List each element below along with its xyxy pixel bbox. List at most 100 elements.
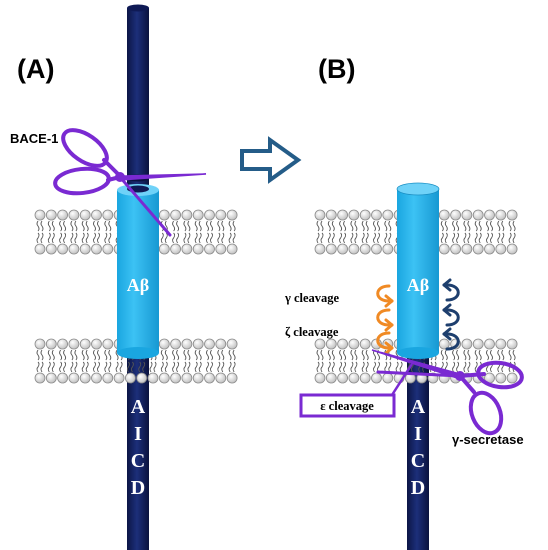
- lipid-head: [359, 338, 371, 350]
- lipid-tail: [497, 220, 505, 244]
- lipid-head: [181, 372, 193, 384]
- aicd-letter: D: [411, 477, 425, 499]
- lipid-head: [461, 338, 473, 350]
- lipid-head: [45, 209, 57, 221]
- lipid-head: [495, 209, 507, 221]
- lipid-head: [359, 243, 371, 255]
- lipid-head: [226, 243, 238, 255]
- lipid-head: [102, 372, 114, 384]
- lipid-tail: [373, 220, 380, 244]
- lipid-head: [348, 338, 360, 350]
- lipid-tail: [452, 349, 460, 373]
- epsilon-cleavage-box: [299, 393, 396, 418]
- lipid-tail: [384, 220, 392, 244]
- lipid-tail: [508, 220, 516, 244]
- lipid-head: [147, 372, 159, 384]
- lipid-head: [113, 372, 125, 384]
- lipid-head: [57, 338, 68, 350]
- aicd-letter: C: [411, 450, 425, 472]
- aicd-label-b: A I C D: [411, 396, 426, 499]
- gamma-zeta-cleavage-arrows-right: [442, 278, 460, 351]
- lipid-tail: [59, 220, 67, 244]
- lipid-tail: [452, 220, 460, 244]
- right-arrow-icon: [240, 136, 302, 184]
- lipid-head: [484, 209, 495, 221]
- lipid-tail: [463, 220, 471, 244]
- lipid-tail: [497, 349, 505, 373]
- lipid-head: [192, 338, 204, 350]
- lipid-head: [170, 372, 182, 384]
- panel-b: Aβ A I C D γ cleavage ζ cleavage: [284, 182, 524, 550]
- lipid-head: [382, 372, 394, 384]
- lipid-head: [57, 209, 68, 221]
- lipid-head: [337, 209, 349, 221]
- lipid-tail: [474, 349, 482, 373]
- lipid-tail: [217, 220, 225, 244]
- aicd-letter: D: [131, 477, 145, 499]
- lipid-head: [461, 209, 473, 221]
- aicd-letter: A: [131, 396, 146, 418]
- panel-a: Aβ A I C D BACE-1: [10, 4, 238, 550]
- lipid-tail: [36, 220, 44, 244]
- panel-label-b: (B): [318, 54, 355, 84]
- abeta-label-a: Aβ: [127, 275, 149, 295]
- lipid-head: [102, 338, 114, 350]
- lipid-head: [158, 338, 170, 350]
- lipid-tail: [160, 349, 168, 373]
- lipid-tail: [440, 349, 448, 373]
- lipid-head: [68, 243, 80, 255]
- lipid-tail: [70, 220, 78, 244]
- lipid-head: [472, 209, 484, 221]
- lipid-head: [348, 372, 360, 384]
- lipid-head: [506, 243, 518, 255]
- lipid-head: [79, 372, 91, 384]
- aicd-letter: I: [414, 423, 422, 445]
- lipid-head: [79, 209, 91, 221]
- lipid-head: [204, 338, 215, 350]
- epsilon-cleavage-label: ε cleavage: [320, 399, 374, 413]
- lipid-head: [215, 243, 227, 255]
- lipid-head: [438, 209, 450, 221]
- lipid-head: [450, 243, 462, 255]
- lipid-head: [371, 209, 382, 221]
- lipid-tail: [463, 349, 471, 373]
- lipid-tail: [194, 349, 202, 373]
- lipid-head: [484, 338, 495, 350]
- gamma-secretase-label: γ-secretase: [452, 432, 524, 447]
- lipid-head: [68, 209, 80, 221]
- lipid-head: [325, 243, 337, 255]
- lipid-head: [472, 243, 484, 255]
- lipid-head: [325, 209, 337, 221]
- lipid-tail: [104, 220, 112, 244]
- lipid-head: [495, 243, 507, 255]
- lipid-head: [102, 243, 114, 255]
- lipid-head: [45, 243, 57, 255]
- lipid-tail: [206, 220, 213, 244]
- lipid-head: [506, 209, 518, 221]
- aicd-letter: I: [134, 423, 142, 445]
- abeta-label-b: Aβ: [407, 275, 429, 295]
- lipid-tail: [486, 220, 493, 244]
- lipid-head: [91, 243, 102, 255]
- lipid-tail: [81, 220, 89, 244]
- lipid-tail: [81, 349, 89, 373]
- lipid-head: [226, 338, 238, 350]
- lipid-tail: [172, 220, 180, 244]
- lipid-head: [45, 372, 57, 384]
- lipid-tail: [206, 349, 213, 373]
- lipid-head: [57, 243, 68, 255]
- lipid-head: [170, 209, 182, 221]
- lipid-head: [438, 338, 450, 350]
- lipid-head: [91, 338, 102, 350]
- lipid-head: [181, 209, 193, 221]
- lipid-head: [124, 372, 136, 384]
- lipid-head: [314, 243, 326, 255]
- lipid-head: [158, 209, 170, 221]
- lipid-tail: [486, 349, 493, 373]
- lipid-tail: [183, 349, 191, 373]
- lipid-head: [325, 372, 337, 384]
- app-stalk-top-a: [127, 4, 149, 12]
- lipid-head: [57, 372, 68, 384]
- lipid-head: [45, 338, 57, 350]
